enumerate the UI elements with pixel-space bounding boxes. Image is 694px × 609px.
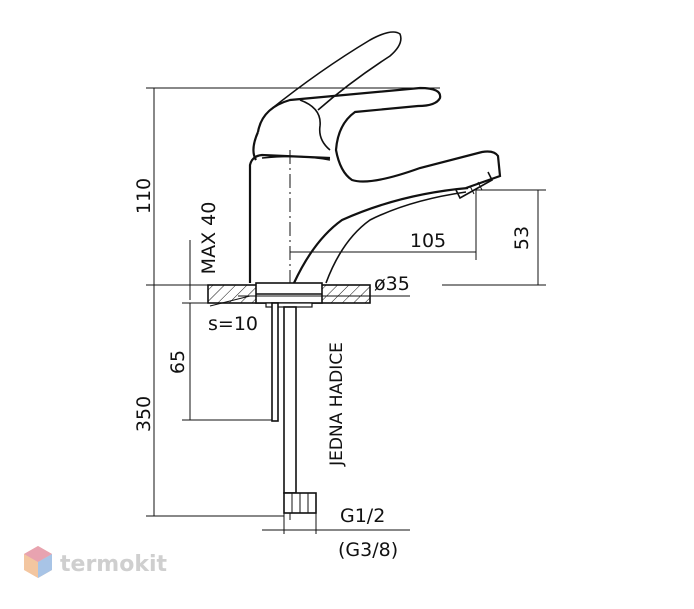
dimension-labels: 110 MAX 40 105 53 ø35 s=10 65 350 JEDNA … <box>133 178 533 561</box>
dim-350: 350 <box>133 396 155 432</box>
logo-text: termokit <box>60 552 167 577</box>
dim-110: 110 <box>133 178 155 214</box>
hose-assembly <box>271 302 317 514</box>
thread-size-alt: (G3/8) <box>338 539 398 561</box>
dim-washer: s=10 <box>208 313 258 335</box>
dim-diameter-35: ø35 <box>374 273 410 295</box>
dim-105: 105 <box>410 230 446 252</box>
dim-max-40: MAX 40 <box>198 202 220 275</box>
dimension-lines <box>146 87 546 534</box>
hose-note: JEDNA HADICE <box>327 342 347 467</box>
dim-53: 53 <box>511 226 533 250</box>
thread-size: G1/2 <box>340 505 385 527</box>
countertop-section <box>207 282 371 308</box>
termokit-logo: termokit <box>24 546 167 578</box>
dim-65: 65 <box>167 350 189 374</box>
